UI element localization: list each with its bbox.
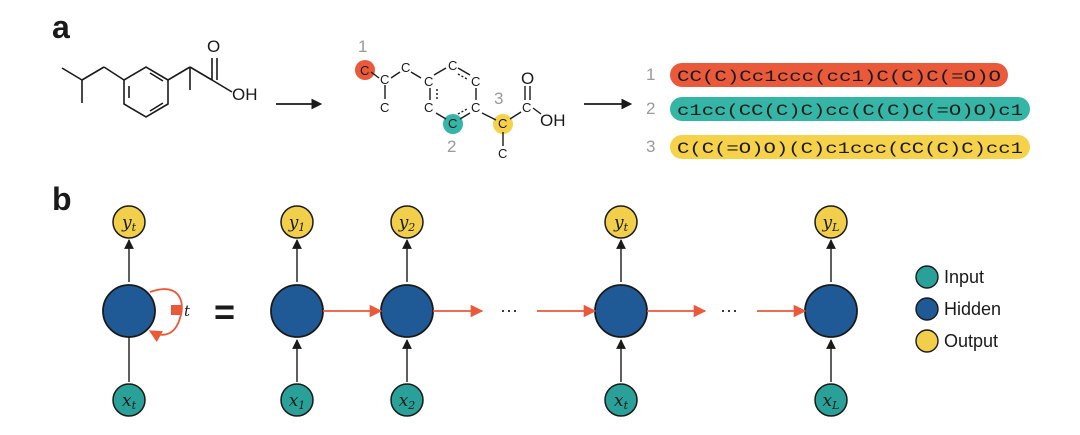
graph-hydroxyl-label: OH [540, 111, 566, 130]
output-node [280, 205, 314, 239]
legend-label-output: Output [944, 331, 998, 351]
panel-b-label: b [52, 181, 72, 217]
graph-atom-c: C [471, 74, 480, 89]
hydroxyl-label: OH [232, 85, 258, 104]
output-node [112, 205, 146, 239]
output-node [604, 205, 638, 239]
smiles-pill-3 [670, 135, 1030, 159]
input-node [604, 383, 638, 417]
smiles-index-3: 3 [646, 137, 655, 156]
hidden-node [594, 284, 648, 338]
smiles-pill-1 [670, 63, 1008, 87]
graph-oxygen-label: O [521, 69, 534, 88]
input-node [814, 383, 848, 417]
atom-index-3: 3 [494, 89, 503, 108]
oxygen-label: O [207, 37, 220, 56]
output-node-label: y1 [288, 213, 306, 234]
ellipsis-1: ··· [500, 300, 518, 320]
graph-atom-c: C [448, 58, 457, 73]
graph-atom-c: C [380, 100, 389, 115]
input-node-label: xL [823, 391, 840, 412]
panel-a-label: a [52, 9, 70, 45]
smiles-string-1: CC(C)Cc1ccc(cc1)C(C)C(=O)O [677, 68, 1001, 86]
output-node-label: yt [121, 213, 137, 234]
smiles-list: 1 CC(C)Cc1ccc(cc1)C(C)C(=O)O 2 c1cc(CC(C… [646, 63, 1030, 159]
output-node [390, 205, 424, 239]
hidden-node [804, 284, 858, 338]
atom-index-2: 2 [447, 137, 456, 156]
input-node [390, 383, 424, 417]
highlight-atom-1 [355, 60, 375, 80]
rnn-unrolled: y1 x1 y2 x2 yt xt yL xL ··· ··· [270, 205, 858, 417]
input-node-label: xt [122, 391, 137, 412]
atom-index-1: 1 [358, 37, 367, 56]
graph-atom-c: C [360, 63, 369, 78]
legend-swatch-hidden [915, 297, 939, 321]
smiles-pill-2 [670, 97, 1030, 121]
graph-atom-c: C [380, 72, 389, 87]
input-node-label: x1 [289, 391, 306, 412]
rnn-rolled: yt xt t [102, 205, 191, 417]
output-node [814, 205, 848, 239]
highlight-atom-2 [443, 114, 463, 134]
graph-atom-c: C [498, 116, 507, 131]
legend-swatch-input [915, 265, 939, 289]
input-node-label: x2 [399, 391, 416, 412]
highlight-atom-3 [493, 114, 513, 134]
hidden-node [102, 284, 156, 338]
legend-label-hidden: Hidden [944, 299, 1001, 319]
ellipsis-2: ··· [720, 300, 738, 320]
smiles-string-3: C(C(=O)O)(C)c1ccc(CC(C)C)cc1 [677, 140, 1023, 158]
legend: Input Hidden Output [915, 265, 1001, 353]
graph-atom-c: C [471, 100, 480, 115]
output-node-label: y2 [398, 213, 416, 234]
legend-swatch-output [915, 329, 939, 353]
skeletal-molecule [61, 58, 233, 118]
graph-atom-c: C [522, 100, 531, 115]
graph-atom-c: C [401, 60, 410, 75]
graph-atom-c: C [424, 100, 433, 115]
legend-label-input: Input [944, 267, 984, 287]
atom-graph: C C C C C C C C C C C C C O OH 1 2 3 [355, 37, 566, 161]
smiles-string-2: c1cc(CC(C)C)cc(C(C)C(=O)O)c1 [677, 102, 1023, 120]
output-node-label: yt [613, 213, 629, 234]
smiles-index-2: 2 [646, 99, 655, 118]
input-node-label: xt [614, 391, 629, 412]
recurrent-loop-icon [148, 288, 183, 343]
output-node-label: yL [822, 213, 840, 234]
graph-atom-c: C [424, 74, 433, 89]
graph-atom-c: C [448, 116, 457, 131]
equals-sign: = [214, 291, 235, 332]
graph-atom-c: C [498, 146, 507, 161]
input-node [280, 383, 314, 417]
delay-square-icon [171, 305, 181, 315]
hidden-node [380, 284, 434, 338]
loop-time-label: t [184, 302, 191, 320]
hidden-node [270, 284, 324, 338]
smiles-index-1: 1 [646, 65, 655, 84]
input-node [112, 383, 146, 417]
